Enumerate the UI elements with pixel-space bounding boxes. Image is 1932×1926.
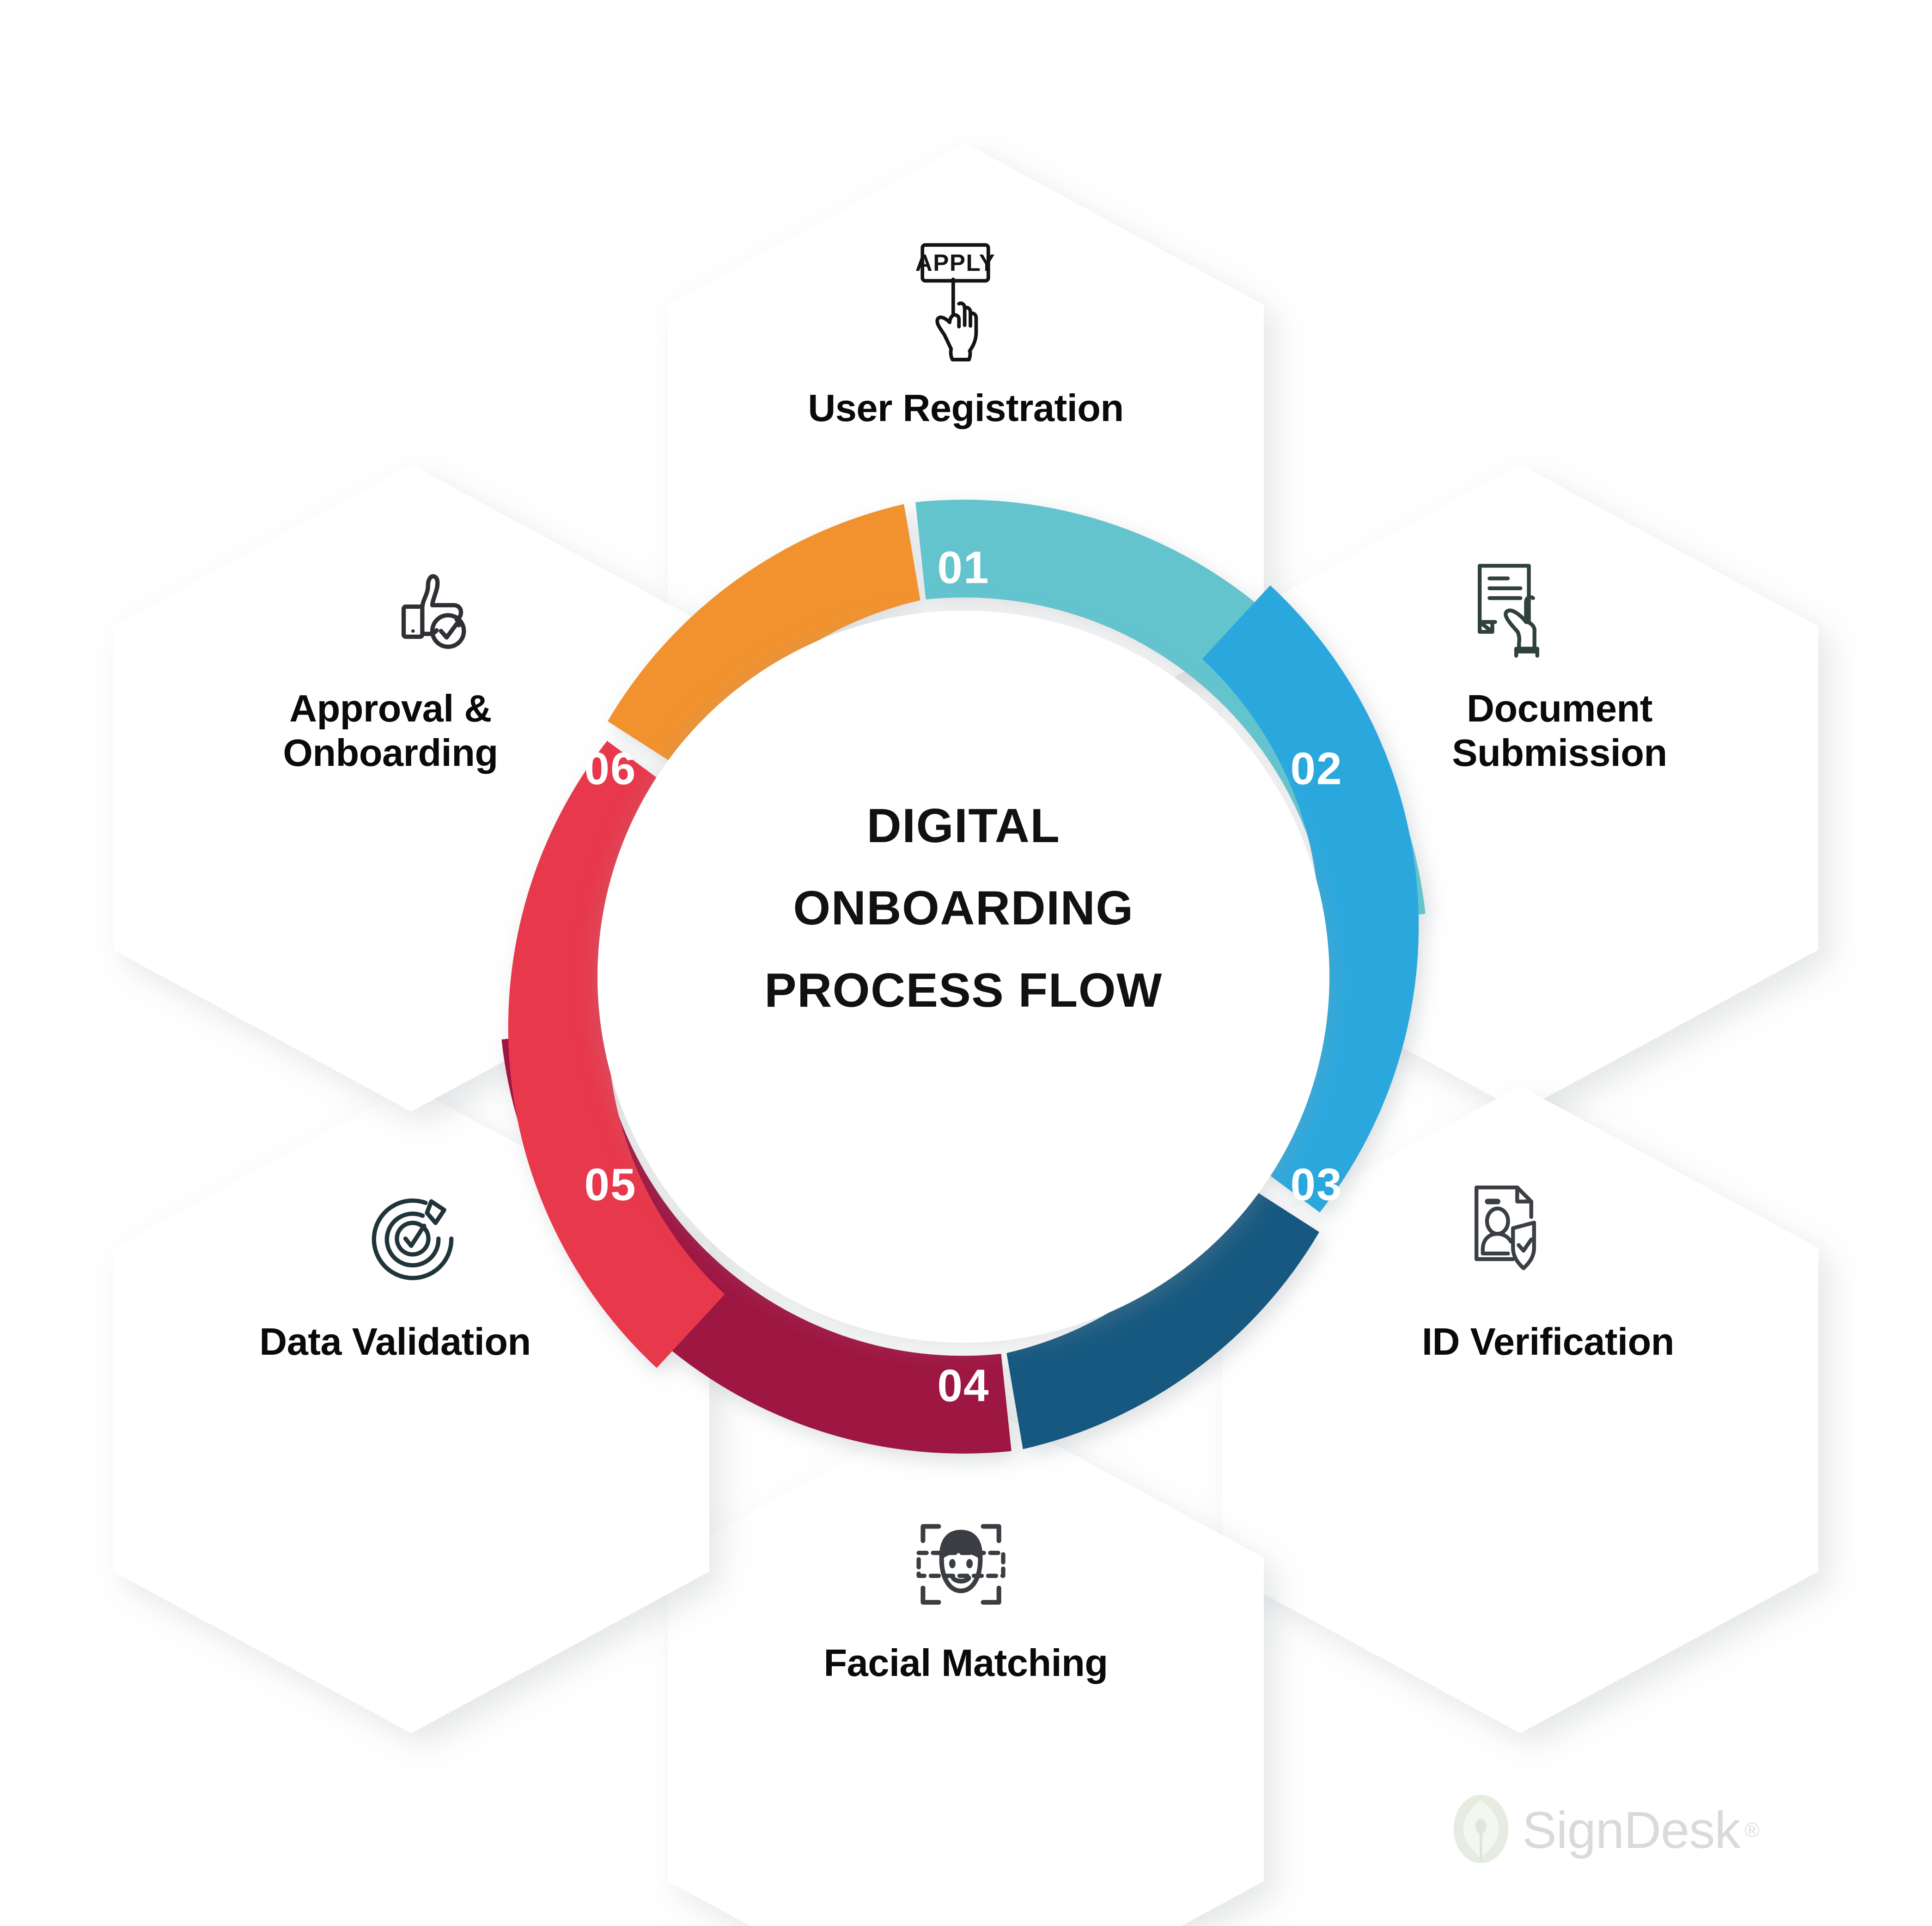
ring-segment-06[interactable] [608,504,920,772]
ring-segment-05[interactable] [508,740,725,1368]
center-title: DIGITAL ONBOARDING PROCESS FLOW [596,802,1331,1015]
registered-trademark-icon: ® [1744,1819,1760,1841]
center-title-line-2: ONBOARDING [793,881,1134,935]
hexagon-label-user-registration: User Registration [808,386,1124,429]
hexagon-card-id-verification[interactable] [1222,1086,1818,1733]
segment-number-02: 02 [1290,743,1343,794]
segment-number-06: 06 [584,743,637,794]
target-check-chart-icon [372,1198,454,1280]
hexagon-label-facial-matching: Facial Matching [823,1641,1108,1684]
ring-segment-03[interactable] [1006,1181,1319,1449]
face-scan-icon [916,1524,1006,1605]
hexagon-label-document-submission: Document Submission [1452,687,1667,775]
pen-nib-leaf-icon [1453,1794,1509,1864]
apply-button-hand-icon: APPLY [915,243,996,361]
ring-segment-02[interactable] [1202,585,1419,1213]
segment-number-03: 03 [1290,1159,1343,1210]
ring-inner-disc-fill [608,621,1319,1333]
hexagon-card-data-validation[interactable] [113,1086,709,1733]
signdesk-wordmark: SignDesk [1522,1801,1740,1859]
document-hand-icon [1477,563,1539,658]
segment-number-04: 04 [937,1360,990,1411]
hexagon-label-id-verification: ID Verification [1422,1320,1674,1363]
ring-segment-01[interactable] [915,500,1426,925]
center-title-line-3: PROCESS FLOW [764,964,1163,1017]
center-title-line-1: DIGITAL [866,799,1060,853]
hexagon-card-facial-matching[interactable] [668,1396,1264,1926]
signdesk-watermark: SignDesk ® [1446,1793,1760,1867]
ring-segment-04[interactable] [501,1028,1012,1454]
segment-number-05: 05 [584,1159,637,1210]
hexagon-label-approval-onboarding: Approval & Onboarding [283,687,498,775]
thumbs-up-check-icon [401,574,466,649]
hexagon-label-data-validation: Data Validation [259,1320,531,1363]
id-card-shield-icon [1475,1185,1536,1271]
segment-number-01: 01 [937,542,990,593]
svg-text:APPLY: APPLY [915,250,996,276]
